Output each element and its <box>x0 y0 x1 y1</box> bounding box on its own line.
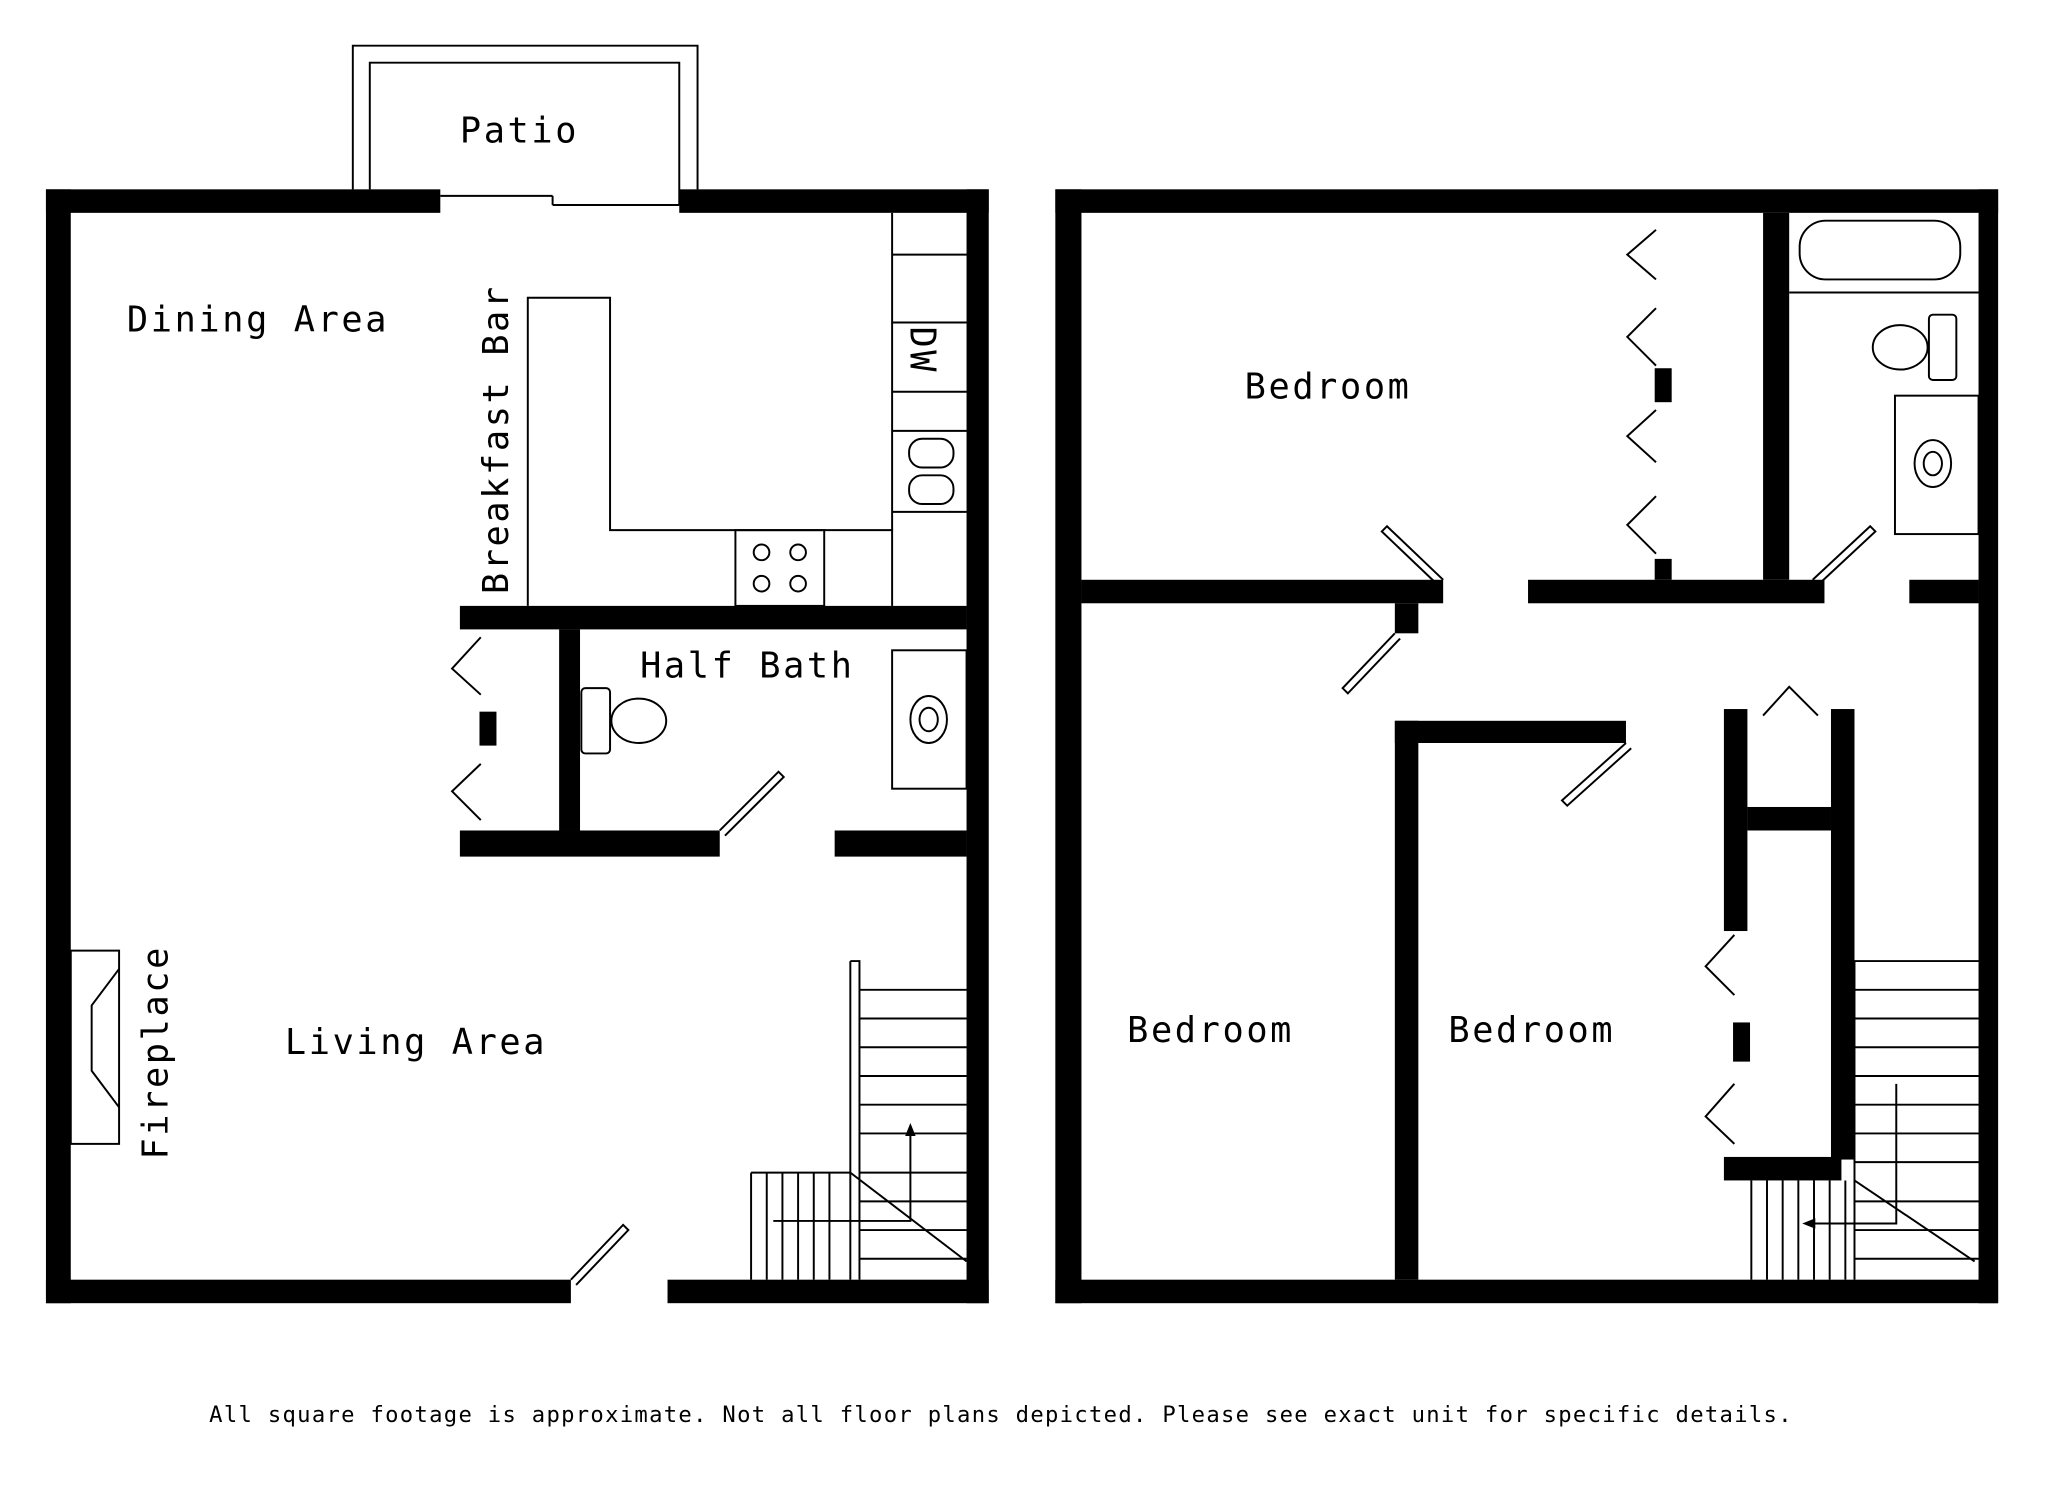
half-bath-label: Half Bath <box>640 646 855 687</box>
kitchen: DW Breakfast Bar <box>476 212 967 607</box>
dishwasher-label: DW <box>901 326 942 374</box>
exterior-walls-2 <box>1055 189 1999 1304</box>
patio-label: Patio <box>460 110 579 151</box>
living: Living Area Fireplace <box>69 945 630 1286</box>
footer-disclaimer: All square footage is approximate. Not a… <box>209 1402 1793 1428</box>
patio: Patio <box>351 44 699 206</box>
dining-area-label: Dining Area <box>127 300 389 341</box>
interior-walls <box>459 605 967 857</box>
full-bath <box>1789 219 1980 536</box>
bedroom-left-label: Bedroom <box>1127 1010 1294 1051</box>
exterior-walls <box>45 189 989 1304</box>
half-bath: Half Bath <box>450 636 968 837</box>
doors-closets-2 <box>1341 229 1877 1145</box>
bedroom-top-label: Bedroom <box>1245 366 1412 407</box>
stairs-first-floor <box>750 960 968 1280</box>
living-area-label: Living Area <box>285 1022 547 1063</box>
interior-walls-2 <box>1081 212 1979 1280</box>
stairs-second-floor <box>1750 960 1979 1280</box>
first-floor-plan: Patio DW Breakfast Bar <box>45 44 989 1304</box>
breakfast-bar-label: Breakfast Bar <box>476 284 517 594</box>
bedroom-right-label: Bedroom <box>1448 1010 1615 1051</box>
second-floor-plan: Bedroom Bedroom Bedroom <box>1055 189 1999 1304</box>
fireplace-label: Fireplace <box>135 945 176 1160</box>
